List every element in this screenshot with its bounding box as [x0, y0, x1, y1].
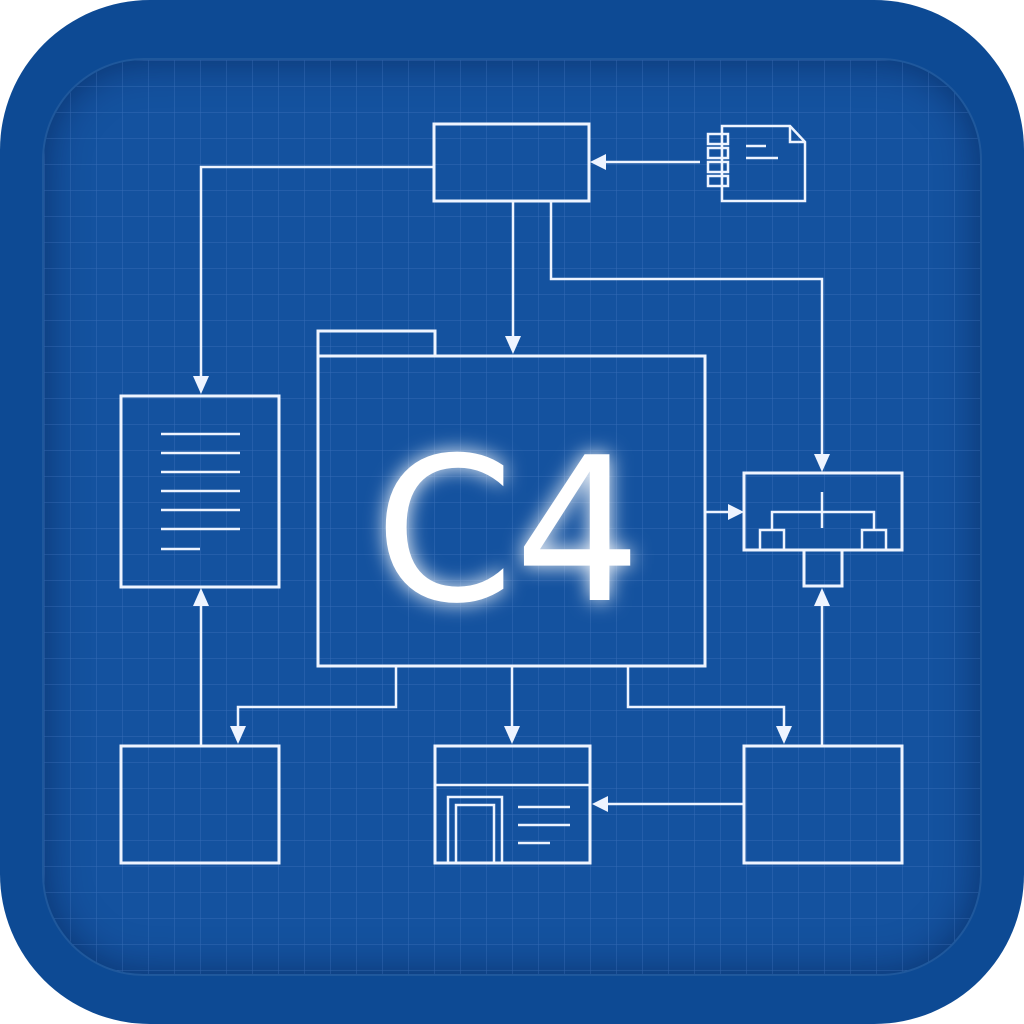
bottom-left-box	[119, 744, 281, 865]
icon-title: C4	[375, 415, 642, 648]
bottom-center-webpage-box	[433, 744, 592, 865]
top-box	[432, 122, 591, 203]
left-document-box	[119, 394, 281, 589]
bottom-right-box	[742, 744, 904, 865]
right-component-box	[742, 471, 904, 588]
document-icon	[706, 124, 807, 203]
